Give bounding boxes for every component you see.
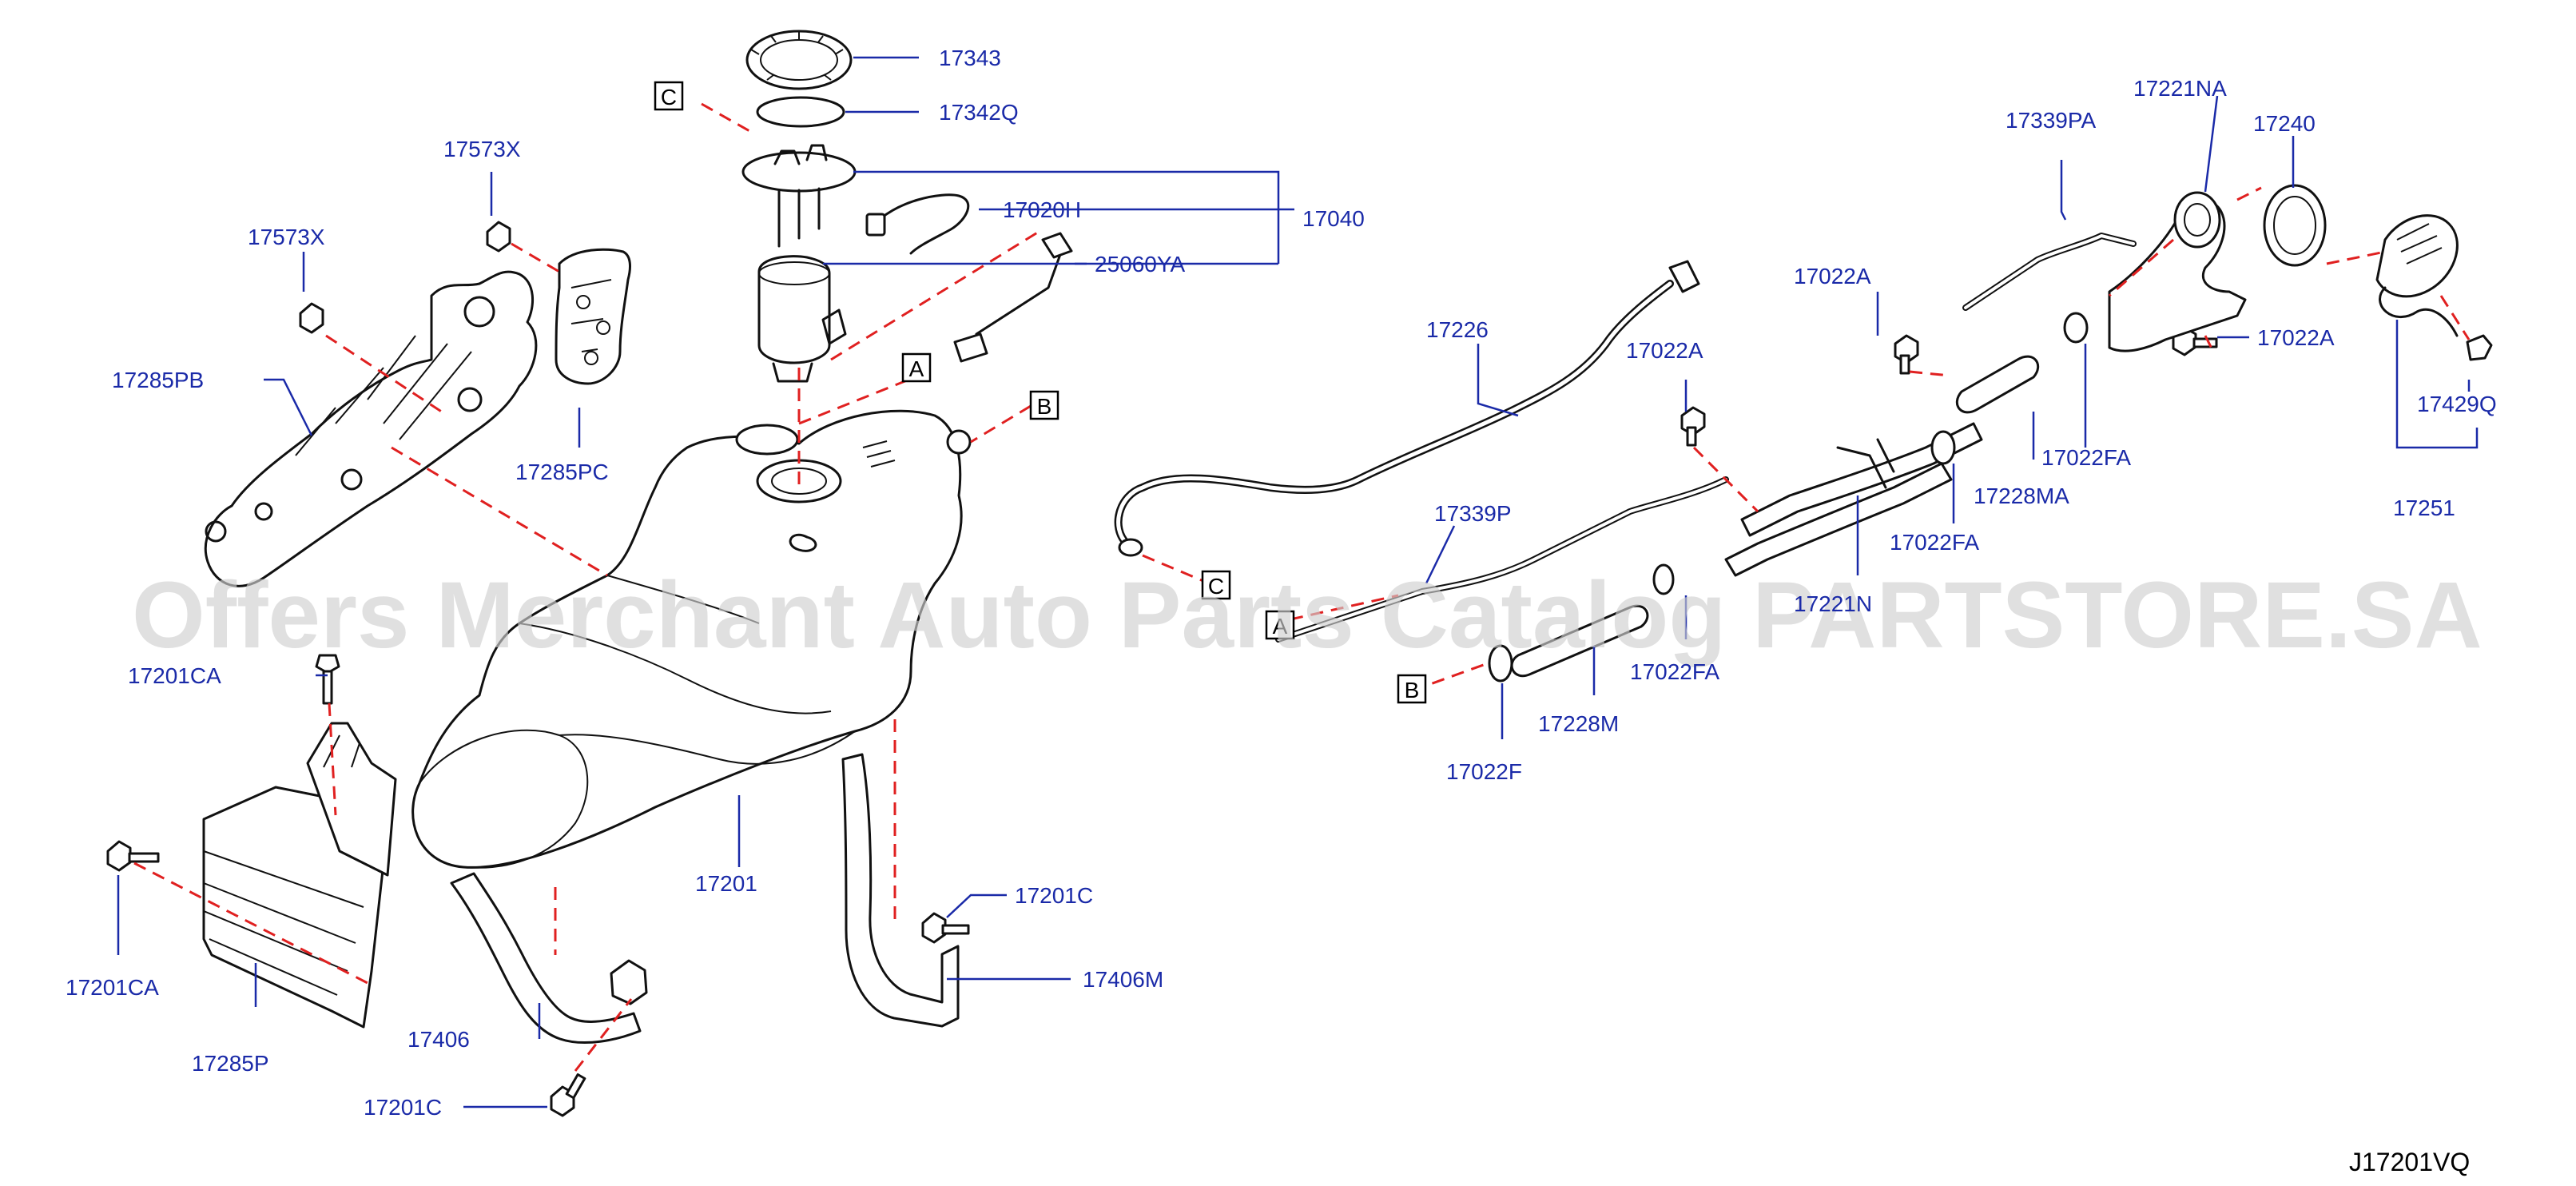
label-17429q[interactable]: 17429Q — [2417, 392, 2497, 416]
label-17228ma[interactable]: 17228MA — [1974, 484, 2069, 508]
ref-box-c-top: C — [654, 81, 684, 111]
ref-box-c-right: C — [1201, 570, 1231, 600]
label-17406[interactable]: 17406 — [407, 1027, 470, 1052]
ref-box-b-right: B — [1397, 674, 1427, 704]
bolt-17201c-b[interactable] — [550, 1073, 586, 1117]
label-17573x-b[interactable]: 17573X — [248, 225, 325, 249]
ref-box-a-right: A — [1265, 610, 1295, 640]
label-17020h[interactable]: 17020H — [1003, 197, 1081, 222]
fuel-level-sender-25060ya[interactable] — [953, 232, 1073, 363]
heat-shield-17285p[interactable] — [202, 722, 397, 1029]
label-17240[interactable]: 17240 — [2253, 111, 2316, 136]
svg-text:C: C — [661, 85, 677, 109]
label-17022fa-1[interactable]: 17022FA — [2041, 445, 2131, 470]
clip-17573x-a[interactable] — [486, 221, 511, 253]
label-17201c-b[interactable]: 17201C — [364, 1095, 442, 1120]
pump-harness-17020h[interactable] — [865, 193, 970, 255]
svg-text:B: B — [1405, 678, 1420, 702]
fuel-cap-17251[interactable] — [2375, 214, 2459, 337]
label-17573x-a[interactable]: 17573X — [443, 137, 521, 161]
label-17339p[interactable]: 17339P — [1434, 501, 1512, 526]
fuel-pump-assembly[interactable] — [741, 30, 857, 383]
diagram-code: J17201VQ — [2349, 1148, 2470, 1176]
label-17339pa[interactable]: 17339PA — [2006, 108, 2096, 133]
tank-strap-17406m[interactable] — [841, 753, 960, 1028]
clamp-17022f[interactable] — [1488, 644, 1513, 683]
clip-17429q[interactable] — [2466, 334, 2493, 361]
bolt-17201ca-a[interactable] — [315, 654, 340, 705]
label-17022fa-3[interactable]: 17022FA — [1630, 659, 1719, 684]
bolt-17201c-a[interactable] — [921, 912, 970, 944]
vent-tube-17339p[interactable] — [1275, 476, 1729, 643]
bolt-17022a-1[interactable] — [1680, 406, 1706, 447]
gasket-17240[interactable] — [2263, 184, 2327, 267]
label-17022a-1[interactable]: 17022A — [1794, 264, 1871, 289]
breather-tube-17339pa[interactable] — [1962, 233, 2137, 311]
ref-box-a-top: A — [901, 352, 932, 383]
label-17201c-a[interactable]: 17201C — [1015, 883, 1093, 908]
bolt-17022a-2[interactable] — [1894, 334, 1919, 375]
label-25060ya[interactable]: 25060YA — [1095, 252, 1185, 277]
svg-text:C: C — [1208, 574, 1224, 599]
svg-text:A: A — [1273, 614, 1288, 639]
filler-pipe-17221n[interactable] — [1724, 422, 1983, 577]
label-17342q[interactable]: 17342Q — [939, 100, 1019, 125]
label-17022fa-2[interactable]: 17022FA — [1890, 530, 1979, 555]
leader-lines — [117, 56, 2479, 1108]
label-17022f[interactable]: 17022F — [1446, 759, 1522, 784]
filler-neck-17221na[interactable] — [2108, 191, 2247, 352]
svg-text:B: B — [1037, 394, 1052, 419]
label-17251[interactable]: 17251 — [2393, 495, 2455, 520]
label-17221n[interactable]: 17221N — [1794, 591, 1872, 616]
label-17228m[interactable]: 17228M — [1538, 711, 1619, 736]
tank-strap-17406[interactable] — [450, 872, 648, 1044]
label-17022a-2[interactable]: 17022A — [1626, 338, 1703, 363]
label-17285p[interactable]: 17285P — [192, 1051, 269, 1076]
bracket-17285pc[interactable] — [555, 248, 631, 385]
label-17201ca-a[interactable]: 17201CA — [128, 663, 221, 688]
svg-text:A: A — [909, 356, 924, 381]
clamp-17022fa-2[interactable] — [1930, 430, 1956, 465]
tube-17226[interactable] — [1114, 260, 1700, 557]
label-17201[interactable]: 17201 — [695, 871, 757, 896]
label-17343[interactable]: 17343 — [939, 46, 1001, 70]
hose-17228ma[interactable] — [1956, 355, 2039, 414]
clamp-17022fa-3[interactable] — [2063, 312, 2089, 344]
label-17221na[interactable]: 17221NA — [2133, 76, 2227, 101]
label-17226[interactable]: 17226 — [1426, 317, 1489, 342]
label-17040[interactable]: 17040 — [1302, 206, 1365, 231]
label-17022a-3[interactable]: 17022A — [2257, 325, 2335, 350]
bolt-17201ca-b[interactable] — [106, 840, 160, 872]
clip-17573x-b[interactable] — [299, 302, 324, 334]
part-labels: 17343 17342Q 17040 17020H 25060YA 17573X… — [66, 46, 2497, 1120]
label-17406m[interactable]: 17406M — [1083, 967, 1163, 992]
label-17285pb[interactable]: 17285PB — [112, 368, 204, 392]
label-17285pc[interactable]: 17285PC — [515, 460, 609, 484]
ref-box-b-top: B — [1029, 390, 1059, 420]
label-17201ca-b[interactable]: 17201CA — [66, 975, 159, 1000]
clamp-17022fa-1[interactable] — [1652, 563, 1675, 595]
heat-shield-17285pb[interactable] — [204, 270, 538, 587]
watermark: Offers Merchant Auto Parts Catalog PARTS… — [132, 563, 2483, 668]
